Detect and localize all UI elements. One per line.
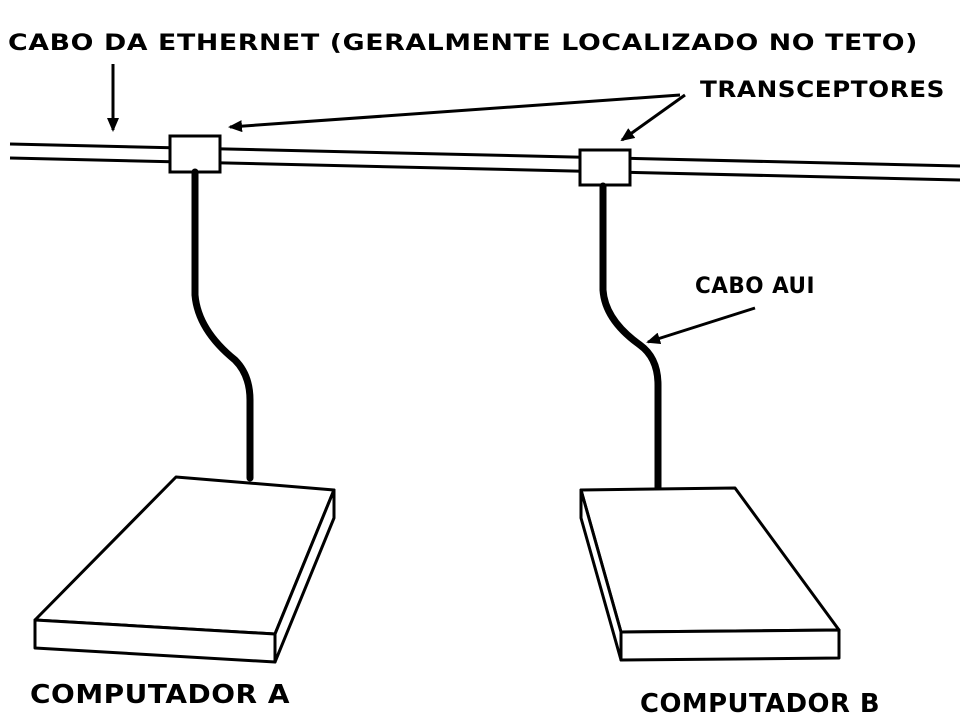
computer-a: [33, 475, 336, 664]
computer-b-label: COMPUTADOR B: [640, 689, 880, 717]
arrow-aui-cable: [646, 306, 756, 345]
transceivers-label: TRANSCEPTORES: [700, 78, 945, 103]
arrow-transceiver-a: [228, 93, 681, 133]
arrow-transceiver-b: [620, 93, 686, 142]
ethernet-cable: [9, 142, 960, 182]
aui-cable-label: CABO AUI: [695, 274, 815, 299]
transceiver-b: [578, 148, 632, 187]
computer-b: [579, 486, 841, 662]
computer-a-label: COMPUTADOR A: [30, 680, 290, 710]
transceiver-a: [168, 134, 222, 174]
aui-cable-a: [191, 168, 254, 482]
aui-cable-b: [599, 182, 662, 494]
ethernet-cable-label: CABO DA ETHERNET (GERALMENTE LOCALIZADO …: [8, 31, 918, 56]
